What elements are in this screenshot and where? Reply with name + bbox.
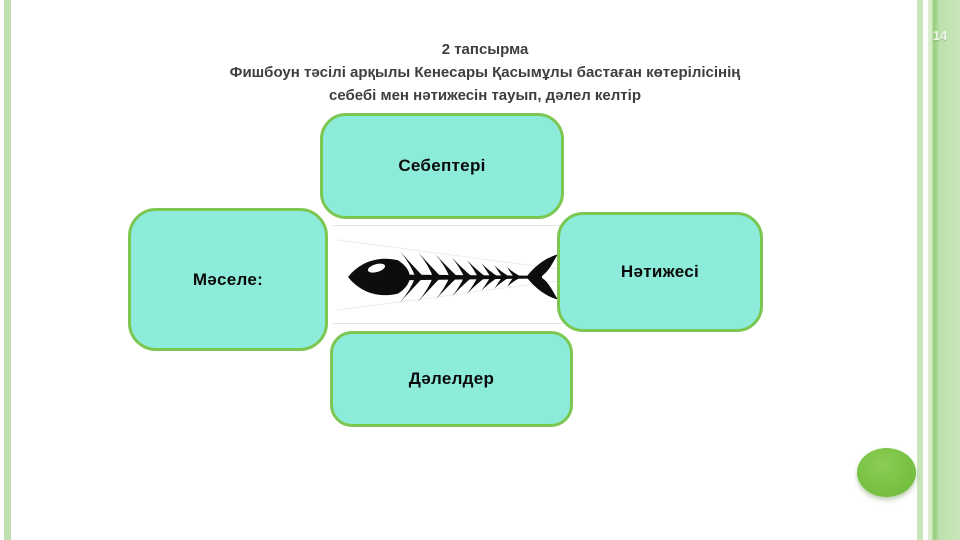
causes-box: Себептері (320, 113, 564, 219)
evidence-box-label: Дәлелдер (408, 369, 495, 388)
fishbone-image (333, 225, 562, 324)
result-box: Нәтижесі (557, 212, 763, 332)
fishbone-icon (336, 239, 559, 311)
slide-title: 2 тапсырма Фишбоун тәсілі арқылы Кенесар… (105, 38, 865, 107)
evidence-box: Дәлелдер (330, 331, 573, 427)
causes-box-label: Себептері (398, 156, 486, 175)
problem-box: Мәселе: (128, 208, 328, 351)
title-line-2: Фишбоун тәсілі арқылы Кенесары Қасымұлы … (229, 64, 741, 81)
problem-box-label: Мәселе: (192, 269, 264, 289)
decorative-green-ellipse (857, 448, 916, 497)
slide-page-number: 14 (932, 28, 948, 43)
right-edge-band (928, 0, 960, 540)
title-line-1: 2 тапсырма (441, 41, 529, 58)
result-box-label: Нәтижесі (620, 262, 700, 281)
right-edge-thin-stripe (917, 0, 923, 540)
title-line-3: себебі мен нәтижесін тауып, дәлел келтір (329, 87, 641, 104)
left-edge-stripe (4, 0, 11, 540)
